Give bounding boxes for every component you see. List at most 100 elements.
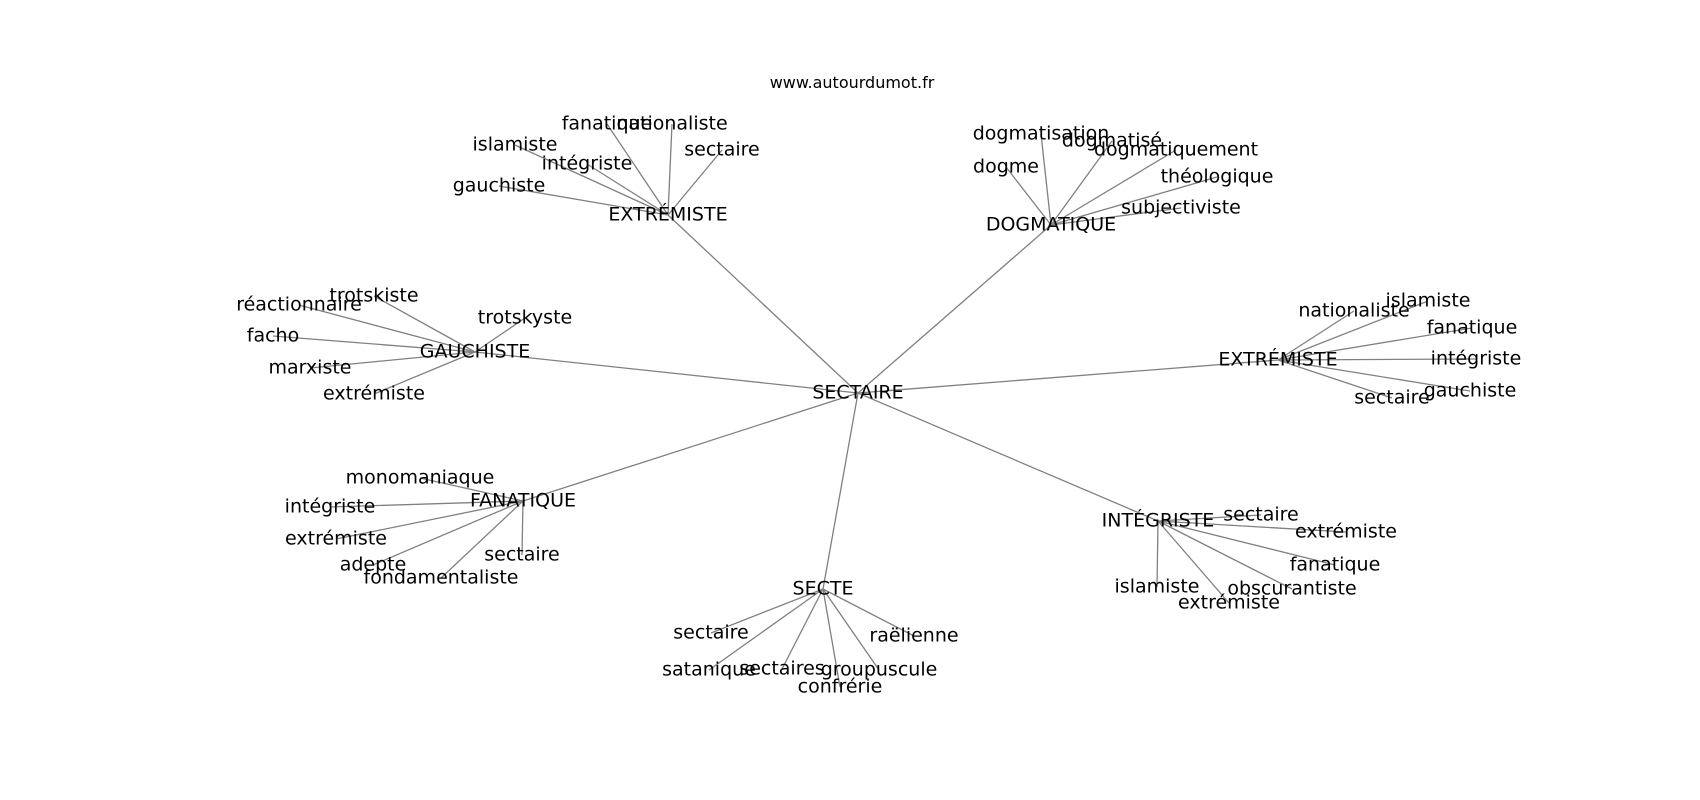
- leaf-node-dogmatique-subjectiviste[interactable]: subjectiviste: [1121, 197, 1241, 219]
- edge-secte-to-satanique: [708, 588, 824, 671]
- edge-center-to-secte: [822, 392, 859, 590]
- leaf-node-gauchiste-marxiste[interactable]: marxiste: [268, 357, 351, 379]
- leaf-node-fanatique-fondamentaliste[interactable]: fondamentaliste: [364, 567, 519, 589]
- edge-secte-to-groupuscule: [822, 588, 880, 671]
- leaf-node-integriste-extremiste[interactable]: extrémiste: [1295, 521, 1397, 543]
- edge-dogmatique-to-dogmatisation: [1040, 133, 1052, 226]
- edge-gauchiste-to-trotskyste: [474, 317, 526, 353]
- edge-extremiste-top-to-fanatique: [606, 123, 669, 216]
- edge-secte-to-sectaires: [781, 588, 824, 670]
- edge-gauchiste-to-reactionnaire: [298, 304, 476, 353]
- leaf-node-extremiste-top-islamiste[interactable]: islamiste: [473, 134, 558, 156]
- leaf-node-integriste-extremiste[interactable]: extrémiste: [1178, 592, 1280, 614]
- leaf-node-integriste-sectaire[interactable]: sectaire: [1223, 504, 1299, 526]
- leaf-node-integriste-islamiste[interactable]: islamiste: [1115, 576, 1200, 598]
- edge-center-to-dogmatique: [857, 224, 1052, 394]
- leaf-node-gauchiste-reactionnaire[interactable]: réactionnaire: [236, 294, 362, 316]
- edge-extremiste-right-to-islamiste: [1277, 300, 1429, 361]
- leaf-node-extremiste-top-gauchiste[interactable]: gauchiste: [453, 175, 546, 197]
- leaf-node-secte-raelienne[interactable]: raëlienne: [869, 625, 958, 647]
- edge-extremiste-right-to-nationaliste: [1277, 310, 1355, 361]
- leaf-node-gauchiste-extremiste[interactable]: extrémiste: [323, 383, 425, 405]
- edge-extremiste-top-to-sectaire: [667, 149, 723, 216]
- leaf-node-extremiste-right-integriste[interactable]: intégriste: [1431, 348, 1522, 370]
- edge-secte-to-raelienne: [822, 588, 915, 637]
- cluster-node-extremiste-right[interactable]: EXTRÉMISTE: [1218, 348, 1337, 371]
- leaf-node-extremiste-top-sectaire[interactable]: sectaire: [684, 139, 760, 161]
- leaf-node-fanatique-integriste[interactable]: intégriste: [285, 496, 376, 518]
- edge-extremiste-right-to-fanatique: [1277, 327, 1473, 361]
- edge-extremiste-right-to-integriste: [1277, 358, 1477, 361]
- edge-extremiste-top-to-gauchiste: [498, 185, 669, 216]
- leaf-node-fanatique-sectaire[interactable]: sectaire: [484, 544, 560, 566]
- cluster-node-integriste[interactable]: INTÉGRISTE: [1102, 509, 1215, 532]
- leaf-node-dogmatique-dogme[interactable]: dogme: [973, 156, 1039, 178]
- leaf-node-secte-confrerie[interactable]: confrérie: [798, 676, 883, 698]
- edge-fanatique-to-monomaniaque: [419, 477, 524, 502]
- edge-fanatique-to-integriste: [329, 500, 524, 508]
- leaf-node-gauchiste-facho[interactable]: facho: [247, 325, 299, 347]
- leaf-node-secte-sectaires[interactable]: sectaires: [739, 658, 824, 680]
- cluster-node-gauchiste[interactable]: GAUCHISTE: [420, 341, 530, 363]
- leaf-node-integriste-fanatique[interactable]: fanatique: [1290, 554, 1381, 576]
- leaf-node-extremiste-right-sectaire[interactable]: sectaire: [1354, 387, 1430, 409]
- leaf-node-extremiste-top-nationaliste[interactable]: nationaliste: [616, 113, 727, 135]
- cluster-node-dogmatique[interactable]: DOGMATIQUE: [986, 214, 1116, 236]
- edge-extremiste-top-to-nationaliste: [667, 123, 673, 216]
- edge-center-to-extremiste-right: [857, 359, 1279, 394]
- leaf-node-extremiste-right-gauchiste[interactable]: gauchiste: [1424, 380, 1517, 402]
- edge-center-to-gauchiste: [474, 351, 859, 394]
- edge-dogmatique-to-dogme: [1005, 166, 1052, 226]
- cluster-node-fanatique[interactable]: FANATIQUE: [470, 490, 576, 512]
- edge-gauchiste-to-extremiste: [373, 351, 476, 395]
- leaf-node-fanatique-adepte[interactable]: adepte: [340, 554, 407, 576]
- edge-center-to-extremiste-top: [667, 214, 859, 394]
- edge-dogmatique-to-dogmatise: [1050, 140, 1113, 226]
- leaf-node-secte-groupuscule[interactable]: groupuscule: [821, 659, 938, 681]
- edge-secte-to-confrerie: [822, 588, 841, 688]
- leaf-node-fanatique-monomaniaque[interactable]: monomaniaque: [346, 467, 495, 489]
- edge-dogmatique-to-dogmatiquement: [1050, 149, 1177, 226]
- edge-integriste-to-fanatique: [1157, 520, 1336, 566]
- cluster-node-extremiste-top[interactable]: EXTRÉMISTE: [608, 203, 727, 226]
- leaf-node-dogmatique-dogmatisation[interactable]: dogmatisation: [973, 123, 1110, 145]
- edge-gauchiste-to-facho: [272, 335, 476, 353]
- edge-integriste-to-sectaire: [1157, 514, 1262, 522]
- edge-integriste-to-extremiste: [1157, 520, 1230, 604]
- edge-integriste-to-obscurantiste: [1157, 520, 1293, 590]
- edge-fanatique-to-sectaire: [521, 500, 524, 556]
- leaf-node-secte-satanique[interactable]: satanique: [662, 659, 756, 681]
- site-watermark: www.autourdumot.fr: [770, 73, 935, 92]
- edge-dogmatique-to-theologique: [1050, 176, 1218, 226]
- graph-labels: www.autourdumot.fr SECTAIRE EXTRÉMISTE fan…: [236, 73, 1521, 698]
- center-node-label[interactable]: SECTAIRE: [812, 382, 903, 404]
- edge-center-to-fanatique: [522, 392, 859, 502]
- leaf-node-gauchiste-trotskiste[interactable]: trotskiste: [329, 285, 418, 307]
- leaf-node-extremiste-right-nationaliste[interactable]: nationaliste: [1298, 300, 1409, 322]
- leaf-node-dogmatique-dogmatise[interactable]: dogmatisé: [1062, 130, 1162, 152]
- graph-edges: [272, 123, 1477, 688]
- cluster-node-secte[interactable]: SECTE: [793, 578, 854, 600]
- edge-secte-to-sectaire: [710, 588, 824, 634]
- edge-fanatique-to-fondamentaliste: [440, 500, 524, 579]
- leaf-node-dogmatique-theologique[interactable]: théologique: [1161, 166, 1274, 188]
- leaf-node-dogmatique-dogmatiquement[interactable]: dogmatiquement: [1094, 139, 1258, 161]
- edge-fanatique-to-extremiste: [335, 500, 524, 540]
- edge-extremiste-right-to-sectaire: [1277, 359, 1393, 399]
- edge-center-to-integriste: [857, 392, 1159, 522]
- edge-integriste-to-islamiste: [1156, 520, 1159, 588]
- leaf-node-fanatique-extremiste[interactable]: extrémiste: [285, 528, 387, 550]
- leaf-node-extremiste-top-fanatique[interactable]: fanatique: [562, 113, 653, 135]
- leaf-node-extremiste-right-islamiste[interactable]: islamiste: [1386, 290, 1471, 312]
- edge-gauchiste-to-marxiste: [309, 351, 476, 369]
- leaf-node-integriste-obscurantiste[interactable]: obscurantiste: [1227, 578, 1356, 600]
- leaf-node-extremiste-right-fanatique[interactable]: fanatique: [1427, 317, 1518, 339]
- edge-extremiste-top-to-integriste: [586, 163, 669, 216]
- edge-extremiste-right-to-gauchiste: [1277, 359, 1471, 392]
- leaf-node-secte-sectaire[interactable]: sectaire: [673, 622, 749, 644]
- leaf-node-gauchiste-trotskyste[interactable]: trotskyste: [478, 307, 572, 329]
- edge-fanatique-to-adepte: [372, 500, 524, 566]
- leaf-node-extremiste-top-integriste[interactable]: intégriste: [542, 153, 633, 175]
- edge-extremiste-top-to-islamiste: [514, 144, 669, 216]
